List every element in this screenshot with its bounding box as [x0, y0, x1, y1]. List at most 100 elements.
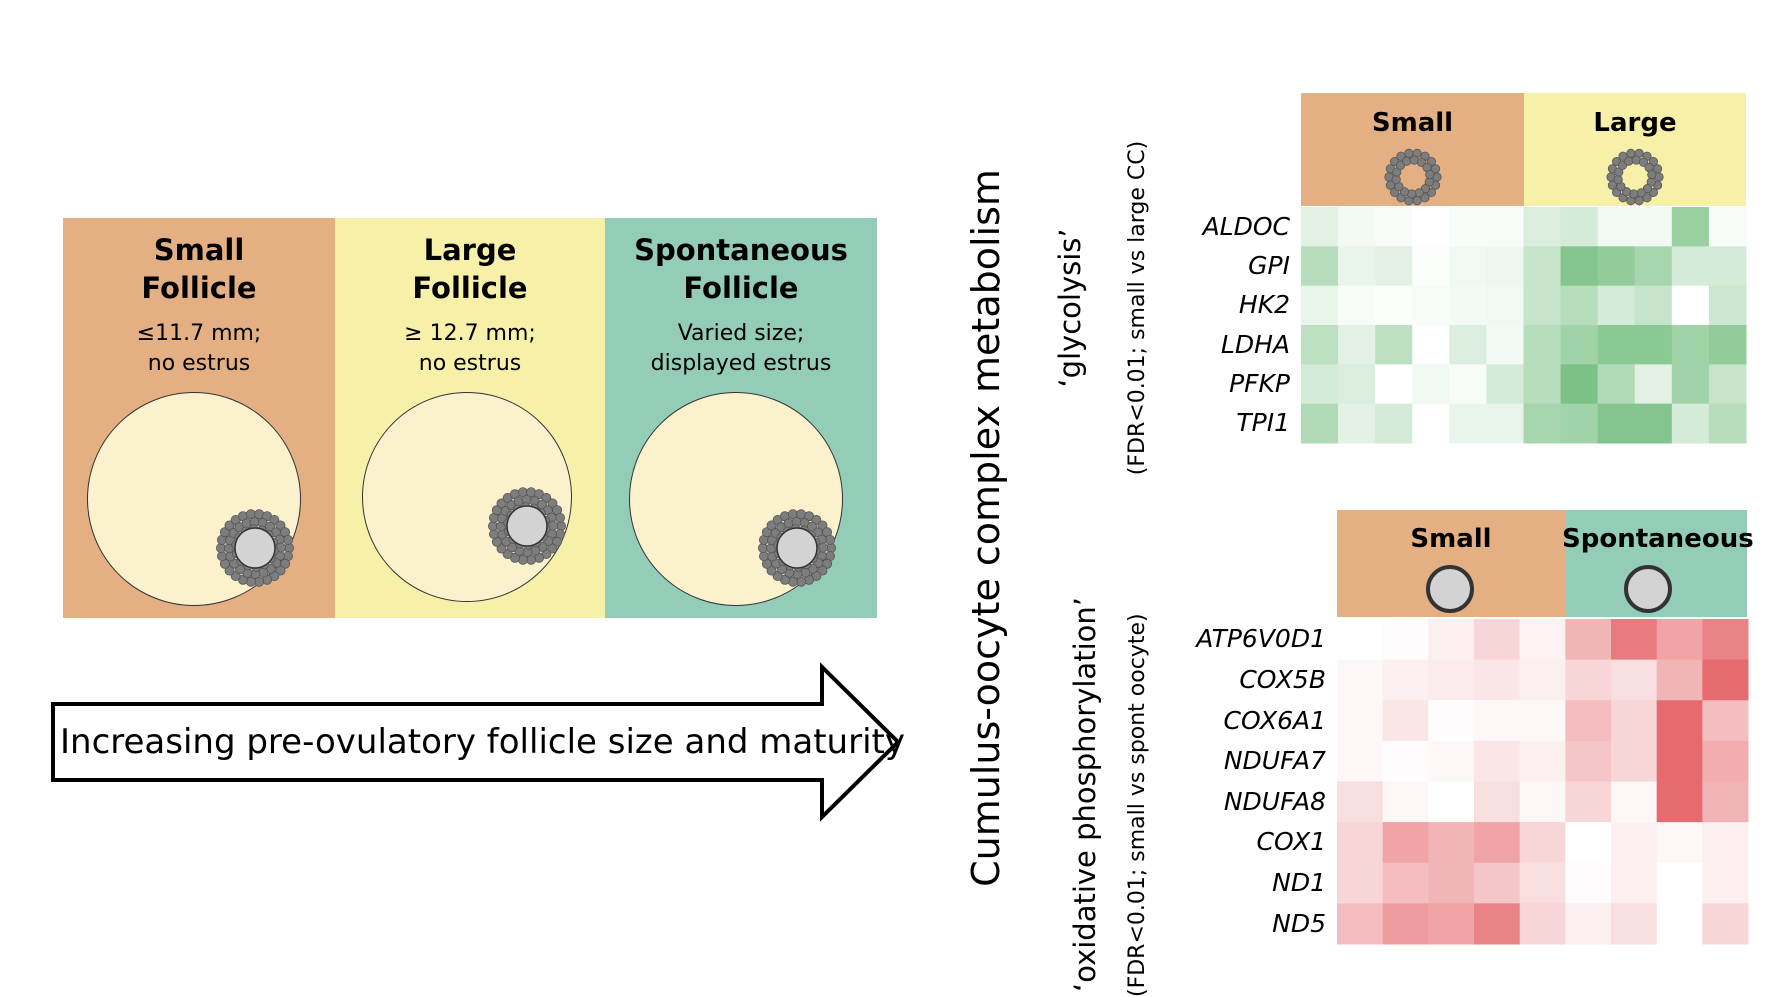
heatmap-cell	[1375, 325, 1413, 365]
panel-desc-line1: ≤11.7 mm;	[136, 321, 262, 346]
heatmap-cell	[1611, 659, 1658, 701]
gene-label: GPI	[1248, 251, 1290, 280]
heatmap-cell	[1375, 403, 1413, 444]
panel-desc-line2: no estrus	[147, 351, 251, 376]
panel-large-follicle: Large Follicle ≥ 12.7 mm; no estrus	[335, 218, 605, 618]
heatmap-cell	[1337, 903, 1384, 945]
heatmap-cell	[1523, 207, 1562, 247]
heatmap-cell	[1611, 903, 1658, 945]
oxphos-sublabel: (FDR<0.01; small vs spont oocyte)	[1125, 613, 1150, 997]
heatmap-cell	[1474, 700, 1521, 742]
granulosa-cell	[1420, 193, 1430, 203]
heatmap-cell	[1338, 364, 1376, 405]
heatmap-cell	[1428, 781, 1475, 823]
heatmap-cell	[1702, 619, 1749, 661]
panel-desc-line1: ≥ 12.7 mm;	[404, 321, 536, 346]
heatmap-cell	[1597, 207, 1636, 247]
heatmap-header-large	[1524, 93, 1746, 206]
granulosa-cell	[1636, 188, 1646, 198]
heatmap-cell	[1611, 740, 1658, 782]
heatmap-cell	[1301, 403, 1339, 444]
heatmap-cell	[1611, 619, 1658, 661]
panel-desc-line2: no estrus	[418, 351, 522, 376]
heatmap-cell	[1375, 207, 1413, 247]
heatmap-cell	[1337, 700, 1384, 742]
heatmap-cell	[1597, 325, 1636, 365]
heatmap-cell	[1301, 285, 1339, 326]
granulosa-cell	[496, 543, 507, 554]
heatmap-cell	[1412, 246, 1450, 287]
heatmap-cell	[1656, 659, 1703, 701]
heatmap-cell	[1565, 740, 1612, 782]
gene-label: NDUFA8	[1223, 786, 1326, 816]
heatmap-header-label: Spontaneous	[1562, 524, 1754, 554]
heatmap-cell	[1474, 903, 1521, 945]
granulosa-cell	[758, 551, 769, 562]
granulosa-cell	[1618, 151, 1628, 161]
gene-label: TPI1	[1236, 408, 1290, 438]
heatmap-cell	[1634, 285, 1673, 326]
granulosa-cell	[766, 565, 777, 576]
granulosa-cell	[1414, 188, 1424, 198]
cumulus-oocyte-complex	[216, 509, 295, 587]
heatmap-cell	[1375, 246, 1413, 287]
heatmap-cell	[1486, 325, 1524, 365]
heatmap-cell	[1474, 659, 1521, 701]
glycolysis-label: ‘glycolysis’	[1053, 228, 1087, 388]
gene-label: ND5	[1272, 908, 1326, 938]
heatmap-cell	[1449, 364, 1487, 405]
heatmap-cell	[1449, 403, 1487, 444]
heatmap-cell	[1708, 285, 1747, 326]
heatmap-cell	[1597, 403, 1636, 444]
heatmap-cell	[1656, 862, 1703, 904]
heatmap-cell	[1560, 207, 1599, 247]
heatmap-cell	[1708, 207, 1747, 247]
cumulus-oocyte-complex	[488, 487, 567, 565]
heatmap-cell	[1671, 246, 1710, 287]
heatmap-cell	[1708, 325, 1747, 365]
heatmap-cell	[1412, 325, 1450, 365]
panel-title-line1: Spontaneous	[634, 233, 848, 267]
heatmap-cell	[1519, 862, 1566, 904]
panel-title-line1: Large	[423, 233, 517, 267]
heatmap-cell	[1671, 325, 1710, 365]
panel-desc-line1: Varied size;	[677, 321, 805, 346]
heatmap-cell	[1474, 740, 1521, 782]
heatmap-cell	[1338, 207, 1376, 247]
granulosa-cell	[1642, 183, 1653, 194]
granulosa-cell	[224, 565, 235, 576]
heatmap-cell	[1382, 781, 1429, 823]
heatmap-cell	[1519, 781, 1566, 823]
heatmap-cell	[1565, 659, 1612, 701]
heatmap-cell	[1597, 246, 1636, 287]
granulosa-cell	[1395, 160, 1406, 171]
heatmap-cell	[1375, 364, 1413, 405]
panel-title-line2: Follicle	[683, 271, 799, 305]
heatmap-cell	[1702, 659, 1749, 701]
heatmap-cell	[1449, 207, 1487, 247]
granulosa-cell	[1391, 174, 1401, 185]
heatmap-cell	[1428, 740, 1475, 782]
heatmap-cell	[1634, 364, 1673, 405]
heatmap-cell	[1301, 325, 1339, 365]
glycolysis-heatmap-cells	[1301, 207, 1747, 444]
heatmap-cell	[1382, 740, 1429, 782]
maturity-arrow	[51, 662, 901, 822]
oocyte-icon	[1624, 565, 1672, 613]
heatmap-cell	[1519, 619, 1566, 661]
granulosa-cell	[1642, 193, 1652, 203]
heatmap-cell	[1634, 246, 1673, 287]
heatmap-cell	[1523, 325, 1562, 365]
granulosa-cell	[555, 512, 566, 523]
gene-label: ALDOC	[1202, 211, 1290, 241]
heatmap-cell	[1523, 403, 1562, 444]
heatmap-cell	[1449, 285, 1487, 326]
granulosa-cell	[1624, 156, 1634, 166]
heatmap-cell	[1565, 619, 1612, 661]
heatmap-cell	[1523, 285, 1562, 326]
cumulus-oocyte-complex	[758, 509, 837, 587]
heatmap-cell	[1611, 781, 1658, 823]
heatmap-cell	[1338, 403, 1376, 444]
panel-title-line1: Small	[153, 233, 245, 267]
granulosa-cell	[1425, 169, 1435, 180]
